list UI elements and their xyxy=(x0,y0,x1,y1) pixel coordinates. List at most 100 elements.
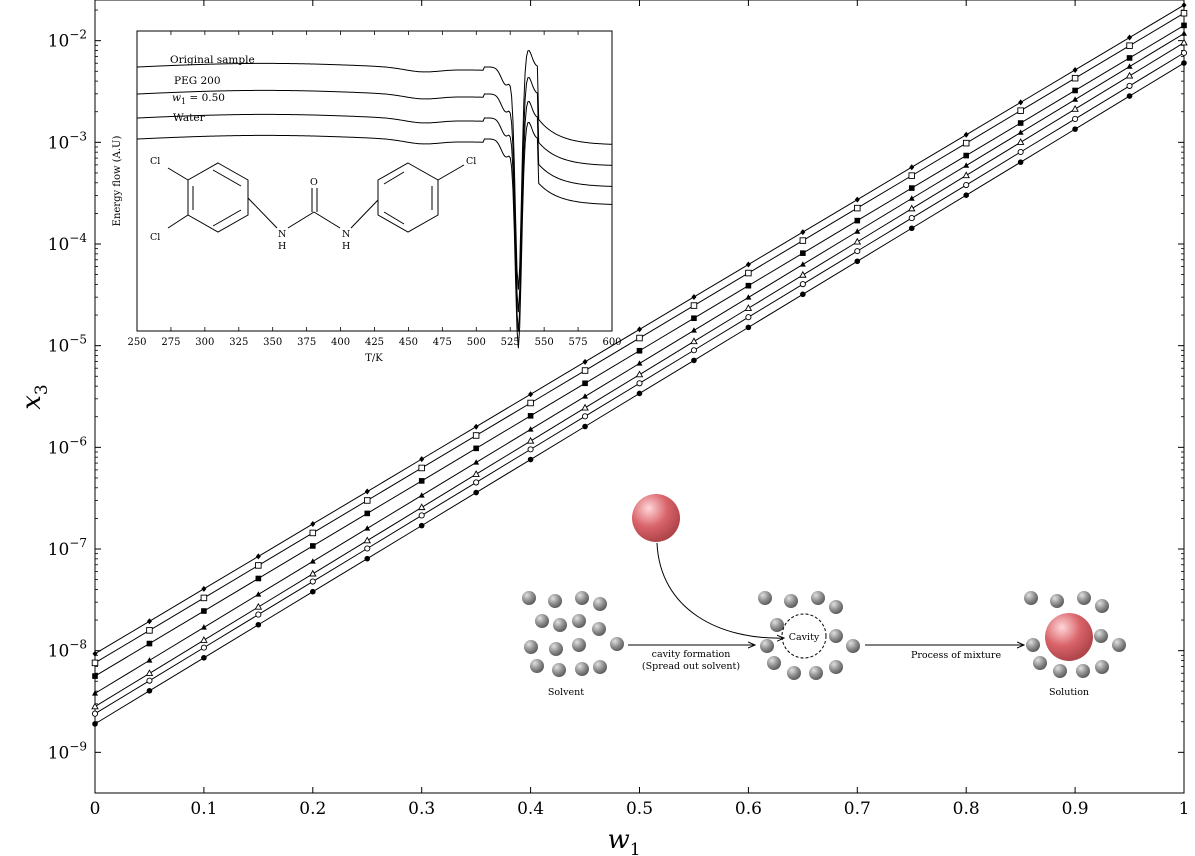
data-point xyxy=(908,225,915,232)
data-point xyxy=(364,510,371,517)
data-point xyxy=(1017,159,1024,165)
data-point xyxy=(745,261,751,268)
data-point xyxy=(255,575,262,582)
data-point xyxy=(963,181,970,189)
data-point xyxy=(146,657,153,663)
data-point xyxy=(744,304,753,311)
data-point xyxy=(582,380,588,387)
main-x-tick-label: 0.2 xyxy=(299,799,326,819)
molecule-n-right: N xyxy=(342,229,350,240)
data-point xyxy=(690,302,698,309)
legend-peg-200: PEG 200 xyxy=(174,75,221,87)
main-series-diamond xyxy=(92,2,1187,657)
solution-label: Solution xyxy=(1049,687,1089,698)
data-point xyxy=(1072,96,1079,102)
data-point xyxy=(908,185,915,191)
main-y-tick-label: 10−8 xyxy=(48,638,87,662)
data-point xyxy=(419,456,425,463)
data-point xyxy=(745,269,752,277)
data-point xyxy=(800,229,806,236)
data-point xyxy=(636,380,643,387)
data-point xyxy=(1072,115,1079,122)
data-point xyxy=(92,721,98,727)
data-point xyxy=(527,456,534,463)
main-y-tick-label: 10−6 xyxy=(48,434,87,458)
data-point xyxy=(1072,126,1078,132)
legend-water: Water xyxy=(173,112,206,124)
data-point xyxy=(1181,60,1187,66)
data-point xyxy=(91,659,99,667)
solvent-sphere xyxy=(1050,594,1064,608)
data-point xyxy=(745,314,752,321)
solvent-sphere xyxy=(760,639,774,653)
main-x-tick-label: 0.7 xyxy=(844,799,871,819)
data-point xyxy=(745,294,752,300)
solvent-sphere xyxy=(1026,638,1040,652)
data-point xyxy=(907,204,916,212)
data-point xyxy=(473,489,479,496)
data-point xyxy=(200,644,207,651)
main-y-tick-label: 10−5 xyxy=(48,333,87,357)
cavity-ring xyxy=(781,613,827,659)
solvent-sphere xyxy=(1112,638,1126,652)
data-point xyxy=(309,529,317,537)
data-point xyxy=(908,195,915,201)
data-point xyxy=(1071,104,1079,112)
data-point xyxy=(745,282,752,289)
main-series-filled-square xyxy=(92,22,1187,679)
data-point xyxy=(255,553,261,560)
data-point xyxy=(1181,22,1187,29)
data-point xyxy=(963,162,970,168)
data-point xyxy=(310,588,316,595)
data-point xyxy=(1126,42,1133,49)
inset-x-tick-label: 300 xyxy=(195,337,214,348)
solvent-sphere xyxy=(758,591,772,605)
data-point xyxy=(1016,138,1025,145)
data-point xyxy=(745,324,752,331)
data-point xyxy=(800,291,806,298)
data-point xyxy=(581,367,589,374)
data-point xyxy=(854,258,861,265)
solvent-sphere xyxy=(575,662,589,676)
solute-sphere-free xyxy=(632,494,680,542)
solvent-sphere xyxy=(553,618,567,632)
data-point xyxy=(1017,148,1024,156)
molecule-h-left: H xyxy=(278,241,286,252)
inset-curve-3 xyxy=(136,100,613,332)
data-point xyxy=(255,562,262,569)
solvent-sphere xyxy=(784,594,798,608)
main-y-tick-label: 10−9 xyxy=(48,739,87,763)
data-point xyxy=(255,621,262,628)
data-point xyxy=(635,370,644,378)
data-point xyxy=(1125,71,1134,79)
data-point xyxy=(146,640,153,647)
solvent-sphere xyxy=(593,597,607,611)
molecule-o: O xyxy=(310,177,318,188)
legend-w1-050: w1 = 0.50 xyxy=(172,92,225,106)
solvent-sphere xyxy=(846,639,860,653)
solvent-sphere xyxy=(1095,660,1109,674)
molecule-cl-right: Cl xyxy=(466,156,476,167)
data-point xyxy=(309,569,317,577)
main-x-tick-label: 1 xyxy=(1179,799,1190,819)
solvent-sphere xyxy=(1076,664,1090,678)
data-point xyxy=(690,337,698,345)
solvent-sphere xyxy=(1094,629,1108,643)
data-point xyxy=(1181,30,1187,36)
main-x-tick-label: 0.9 xyxy=(1062,799,1089,819)
solvent-sphere xyxy=(829,629,843,643)
solvent-sphere xyxy=(1077,591,1091,605)
main-x-tick-label: 0.8 xyxy=(953,799,980,819)
data-point xyxy=(799,281,806,288)
data-point xyxy=(364,545,371,552)
mixture-process-label: Process of mixture xyxy=(911,650,1002,661)
data-point xyxy=(1127,34,1133,41)
data-point xyxy=(1126,55,1133,61)
data-point xyxy=(200,636,208,643)
data-point xyxy=(963,152,969,159)
inset-plot-frame xyxy=(136,30,613,332)
data-point xyxy=(92,690,98,696)
solvent-sphere xyxy=(811,591,825,605)
